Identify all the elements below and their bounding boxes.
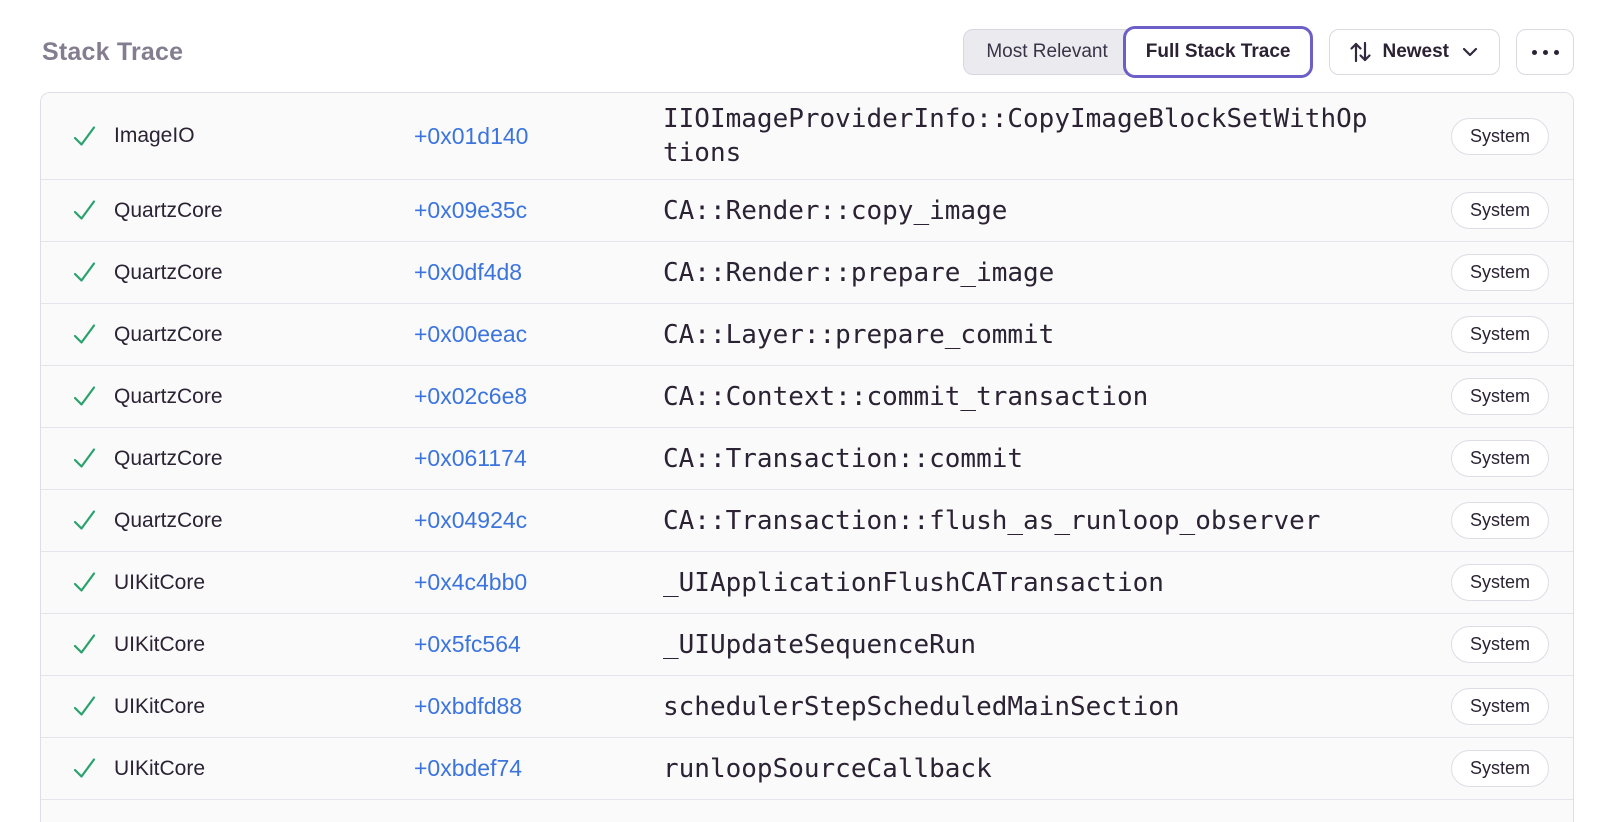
frame-badge-cell: System [1375, 440, 1549, 477]
frame-badge-cell: System [1375, 626, 1549, 663]
frame-badge-cell: System [1375, 378, 1549, 415]
frame-badge-cell: System [1375, 564, 1549, 601]
more-options-button[interactable] [1516, 29, 1574, 75]
system-badge: System [1450, 440, 1549, 477]
stack-frame-row[interactable]: UIKitCore +0x5fc564 _UIUpdateSequenceRun… [41, 614, 1573, 676]
stack-trace-table: ImageIO +0x01d140 IIOImageProviderInfo::… [40, 92, 1574, 822]
stack-frame-row[interactable]: UIKitCore +0x4c4bb0 _UIApplicationFlushC… [41, 552, 1573, 614]
stack-frame-row[interactable]: QuartzCore +0x00eeac CA::Layer::prepare_… [41, 304, 1573, 366]
frame-badge-cell: System [1375, 502, 1549, 539]
frame-function: CA::Context::commit_transaction [663, 381, 1149, 412]
chevron-down-icon [1459, 41, 1481, 63]
checkmark-icon [71, 383, 98, 410]
stack-frame-row[interactable]: QuartzCore +0x02c6e8 CA::Context::commit… [41, 366, 1573, 428]
stack-frame-row[interactable]: ImageIO +0x01d140 IIOImageProviderInfo::… [41, 93, 1573, 180]
frame-function: schedulerStepScheduledMainSection [663, 691, 1180, 722]
sort-arrows-icon [1348, 39, 1372, 65]
frame-function: CA::Layer::prepare_commit [663, 319, 1055, 350]
frame-badge-cell: System [1375, 117, 1549, 155]
checkmark-icon [71, 445, 98, 472]
toggle-most-relevant[interactable]: Most Relevant [963, 29, 1141, 75]
frame-address-link[interactable]: +0xbdfd88 [414, 693, 523, 719]
frame-module: QuartzCore [114, 322, 223, 346]
frame-address-link[interactable]: +0x0df4d8 [414, 259, 523, 285]
system-badge: System [1450, 750, 1549, 787]
checkmark-icon [71, 321, 98, 348]
stack-frame-row[interactable]: QuartzCore +0x0df4d8 CA::Render::prepare… [41, 242, 1573, 304]
stack-frame-row[interactable]: QuartzCore +0x061174 CA::Transaction::co… [41, 428, 1573, 490]
frame-function: runloopSourceCallback [663, 753, 992, 784]
checkmark-icon [71, 569, 98, 596]
checkmark-icon [71, 507, 98, 534]
stack-frame-row[interactable]: QuartzCore +0x04924c CA::Transaction::fl… [41, 490, 1573, 552]
frame-function: CA::Transaction::flush_as_runloop_observ… [663, 505, 1321, 536]
stack-frame-row[interactable]: QuartzCore +0x09e35c CA::Render::copy_im… [41, 180, 1573, 242]
frame-module: QuartzCore [114, 260, 223, 284]
frame-module: QuartzCore [114, 198, 223, 222]
frame-badge-cell: System [1375, 192, 1549, 229]
checkmark-icon [71, 123, 98, 150]
header-controls: Most Relevant Full Stack Trace Newest [963, 26, 1574, 78]
system-badge: System [1450, 502, 1549, 539]
stack-trace-header: Stack Trace Most Relevant Full Stack Tra… [0, 0, 1614, 78]
clipped-row [41, 800, 1573, 822]
system-badge: System [1450, 626, 1549, 663]
frame-address-link[interactable]: +0x01d140 [414, 122, 529, 149]
frame-badge-cell: System [1375, 254, 1549, 291]
frame-module: QuartzCore [114, 508, 223, 532]
sort-newest-button[interactable]: Newest [1329, 29, 1500, 75]
frame-address-link[interactable]: +0x00eeac [414, 321, 528, 347]
frame-module: UIKitCore [114, 632, 206, 656]
system-badge: System [1450, 316, 1549, 353]
system-badge: System [1450, 564, 1549, 601]
frame-module: ImageIO [114, 124, 195, 147]
system-badge: System [1450, 688, 1549, 725]
frame-module: QuartzCore [114, 384, 223, 408]
page-title: Stack Trace [42, 37, 184, 66]
system-badge: System [1450, 192, 1549, 229]
checkmark-icon [71, 755, 98, 782]
view-toggle: Most Relevant Full Stack Trace [963, 26, 1314, 78]
system-badge: System [1450, 117, 1549, 155]
frame-address-link[interactable]: +0x061174 [414, 445, 527, 471]
frame-address-link[interactable]: +0x4c4bb0 [414, 569, 528, 595]
checkmark-icon [71, 631, 98, 658]
frame-function: CA::Render::copy_image [663, 195, 1008, 226]
frame-function: CA::Render::prepare_image [663, 257, 1055, 288]
frame-function: IIOImageProviderInfo::CopyImageBlockSetW… [663, 104, 1368, 168]
frame-function: _UIUpdateSequenceRun [663, 629, 977, 660]
checkmark-icon [71, 259, 98, 286]
frame-module: UIKitCore [114, 694, 206, 718]
sort-label: Newest [1382, 41, 1449, 62]
stack-frame-row[interactable]: UIKitCore +0xbdef74 runloopSourceCallbac… [41, 738, 1573, 800]
frame-address-link[interactable]: +0x04924c [414, 507, 528, 533]
checkmark-icon [71, 197, 98, 224]
frame-address-link[interactable]: +0x02c6e8 [414, 383, 528, 409]
frame-module: UIKitCore [114, 570, 206, 594]
frame-address-link[interactable]: +0x09e35c [414, 197, 528, 223]
frame-address-link[interactable]: +0x5fc564 [414, 631, 521, 657]
frame-function: CA::Transaction::commit [663, 443, 1024, 474]
stack-frame-row[interactable]: UIKitCore +0xbdfd88 schedulerStepSchedul… [41, 676, 1573, 738]
system-badge: System [1450, 378, 1549, 415]
frame-function: _UIApplicationFlushCATransaction [663, 567, 1164, 598]
toggle-full-stack-trace[interactable]: Full Stack Trace [1122, 26, 1314, 78]
ellipsis-icon [1531, 49, 1559, 55]
system-badge: System [1450, 254, 1549, 291]
frame-badge-cell: System [1375, 750, 1549, 787]
frame-badge-cell: System [1375, 688, 1549, 725]
frame-address-link[interactable]: +0xbdef74 [414, 755, 523, 781]
frame-module: QuartzCore [114, 446, 223, 470]
frame-module: UIKitCore [114, 756, 206, 780]
frame-badge-cell: System [1375, 316, 1549, 353]
checkmark-icon [71, 693, 98, 720]
